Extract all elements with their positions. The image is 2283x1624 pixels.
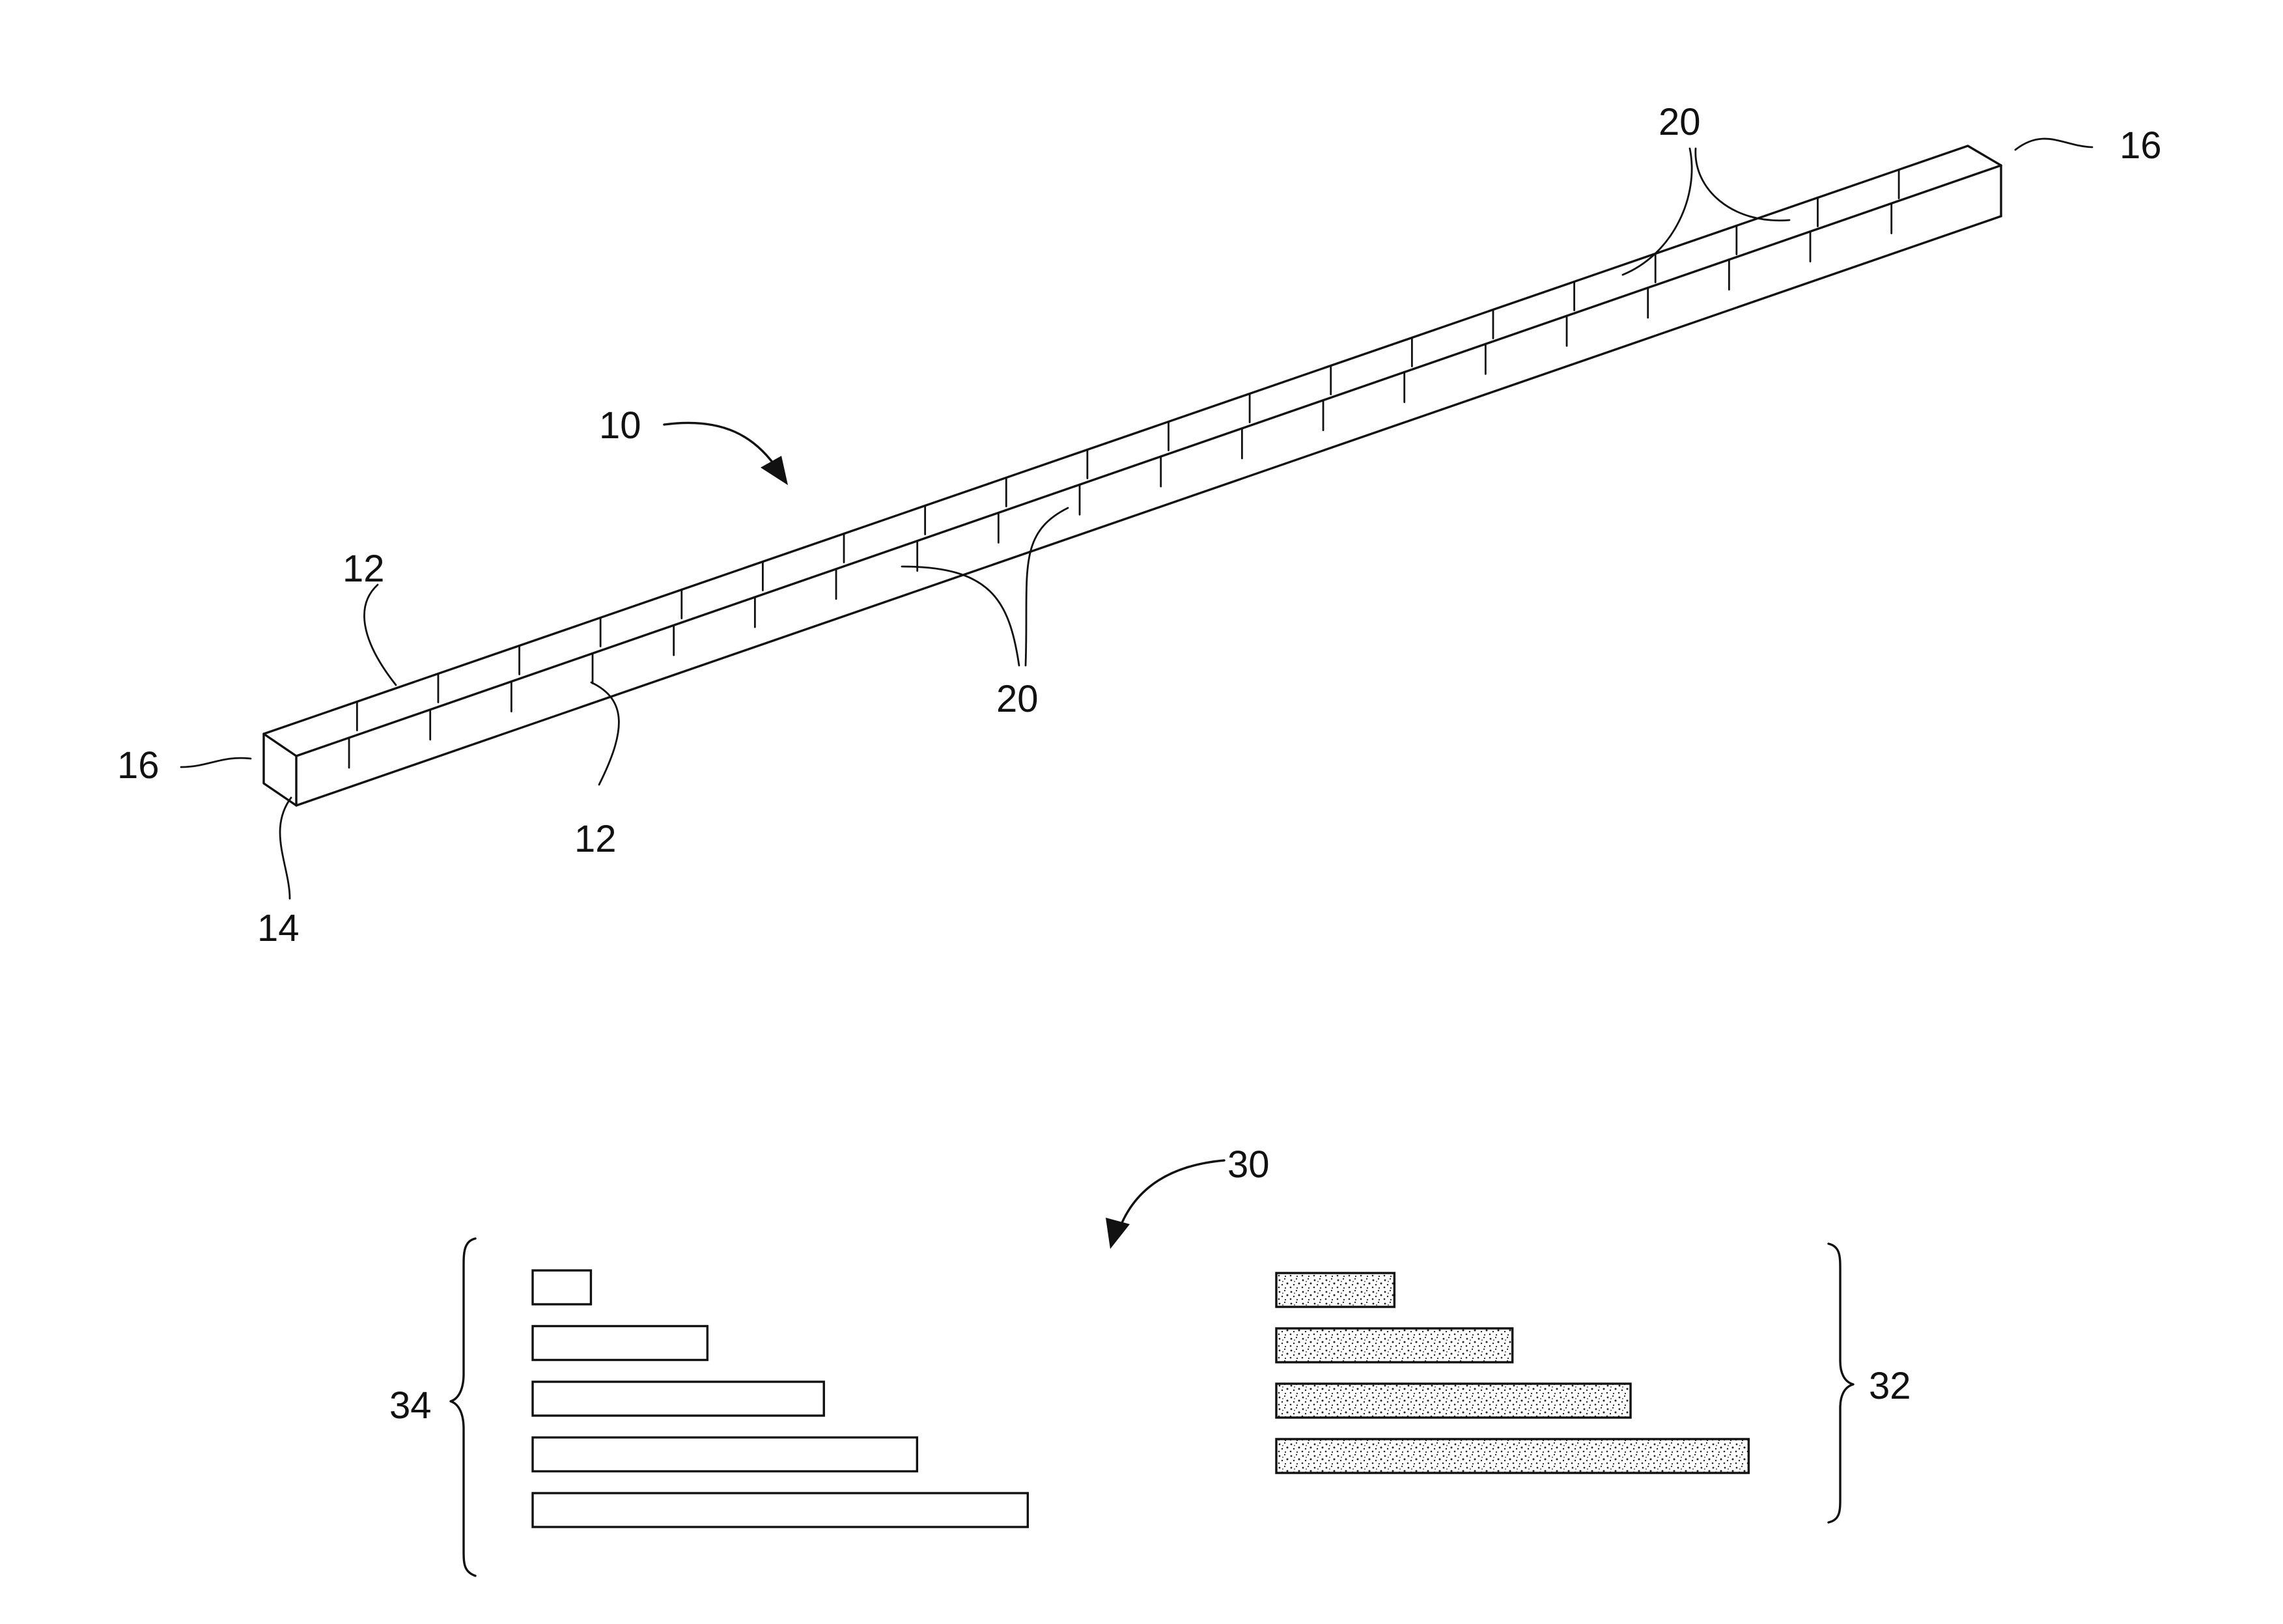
stippled-segment [1276, 1328, 1513, 1362]
leader-16-left [181, 758, 251, 767]
plain-segment [533, 1326, 707, 1360]
leader-20-mid-a [902, 567, 1019, 665]
bar-bottom-edge [296, 216, 2001, 805]
label-10: 10 [599, 404, 641, 447]
segment-group-32 [1276, 1273, 1748, 1473]
leader-10 [664, 423, 778, 470]
brace-32 [1828, 1244, 1853, 1522]
label-12-top: 12 [343, 548, 385, 590]
label-16-right: 16 [2120, 124, 2162, 167]
leader-20-top-a [1623, 148, 1692, 275]
plain-segment [533, 1382, 824, 1416]
stippled-segment [1276, 1439, 1748, 1473]
label-34: 34 [389, 1384, 432, 1427]
arrowhead-30 [1106, 1218, 1130, 1249]
leader-20-top-b [1696, 148, 1789, 221]
leader-12-top [364, 585, 396, 685]
leader-30 [1119, 1160, 1224, 1231]
arrowhead-10 [761, 456, 788, 485]
label-16-left: 16 [117, 744, 160, 787]
leader-20-mid-b [1026, 508, 1068, 665]
plain-segment [533, 1270, 591, 1304]
label-20-middle: 20 [996, 678, 1039, 720]
elongated-bar-10 [264, 146, 2001, 805]
bar-top-face-outline [264, 146, 2001, 756]
leader-14 [280, 798, 291, 899]
segment-group-34 [533, 1270, 1028, 1527]
leader-16-right [2015, 139, 2092, 150]
plain-segment [533, 1493, 1028, 1527]
stippled-segment [1276, 1273, 1394, 1307]
plain-segment [533, 1438, 917, 1472]
stippled-segment [1276, 1384, 1631, 1418]
brace-34 [451, 1239, 475, 1576]
label-12-bottom: 12 [574, 818, 617, 860]
label-14: 14 [257, 907, 300, 949]
leader-lines [181, 139, 2092, 1249]
label-30: 30 [1227, 1143, 1270, 1186]
label-20-top: 20 [1659, 101, 1701, 143]
label-32: 32 [1869, 1365, 1911, 1407]
